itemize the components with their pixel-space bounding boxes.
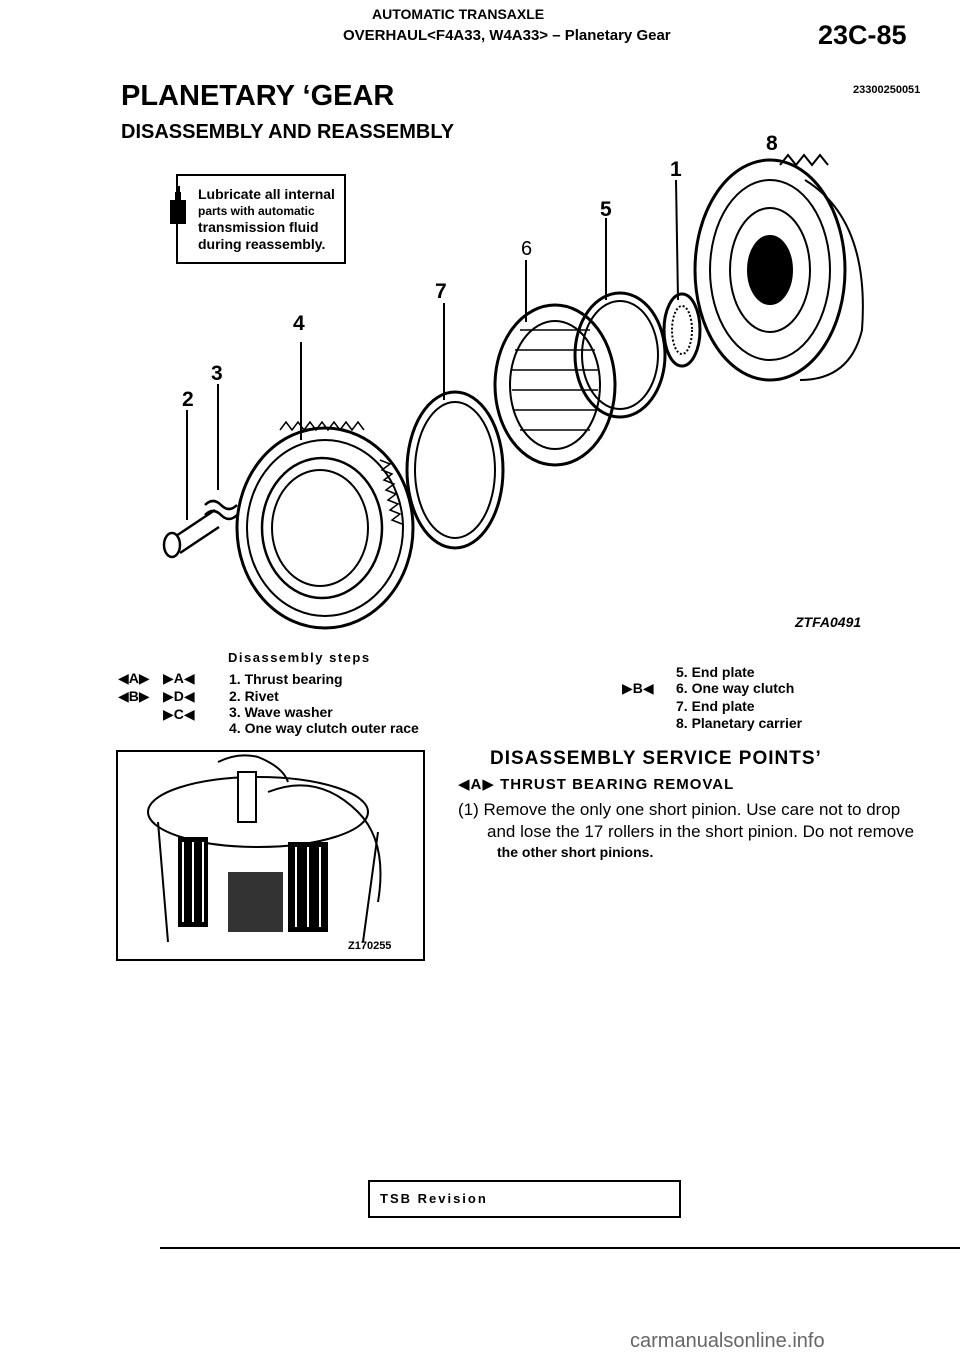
callout-5: 5 [600,198,612,221]
service-photo: Z170255 [116,750,425,961]
footer-rule [160,1247,960,1249]
steps-heading: Disassembly steps [228,650,371,665]
planetary-carrier [693,153,864,382]
step-item: 8. Planetary carrier [676,715,803,731]
callout-1: 1 [670,158,682,181]
service-mark: ▶A◀ [163,670,195,686]
service-instruction-line: the other short pinions. [497,844,654,860]
step-item: 1. Thrust bearing [229,671,343,687]
lube-note-line: Lubricate all internal [198,186,335,202]
callout-8: 8 [766,132,778,155]
one-way-clutch [493,303,617,467]
service-mark: ▶C◀ [163,706,195,722]
step-item: 2. Rivet [229,688,279,704]
tsb-revision-label: TSB Revision [380,1191,488,1206]
lubricate-note: Lubricate all internal parts with automa… [176,174,346,264]
callout-3: 3 [211,362,223,385]
service-mark: ▶D◀ [163,688,195,704]
lube-note-line: during reassembly. [198,236,326,252]
lube-note-line: parts with automatic [198,204,315,218]
callout-2: 2 [182,388,194,411]
step-item: 7. End plate [676,698,755,714]
end-plate-5 [573,291,667,419]
service-mark: ◀B▶ [118,688,150,704]
rivet [162,508,220,559]
leader-line [675,179,679,301]
photo-id: Z170255 [348,940,392,952]
thrust-bearing [662,292,702,368]
planetary-gear-exploded-diagram [162,153,864,630]
wave-washer [204,499,238,521]
step-item: 3. Wave washer [229,704,333,720]
service-points-title: DISASSEMBLY SERVICE POINTS’ [490,748,822,769]
one-way-clutch-outer-race [235,420,415,630]
lube-note-line: transmission fluid [198,219,319,235]
hand-removing-pinion-illustration [147,754,382,943]
step-item: 4. One way clutch outer race [229,720,419,736]
header-subtitle: OVERHAUL<F4A33, W4A33> – Planetary Gear [343,27,671,44]
oil-can-icon [170,186,186,224]
callout-4: 4 [293,312,305,335]
end-plate-7 [405,390,505,550]
tsb-revision-box: TSB Revision [368,1180,681,1218]
page-number: 23C-85 [818,20,907,50]
header-title: AUTOMATIC TRANSAXLE [372,6,545,22]
figure-id: ZTFA0491 [795,614,862,630]
service-mark: ▶B◀ [622,680,654,696]
service-instruction-line: (1) Remove the only one short pinion. Us… [458,800,901,819]
section-subtitle: DISASSEMBLY AND REASSEMBLY [121,121,455,143]
watermark: carmanualsonline.info [630,1330,825,1352]
step-item: 5. End plate [676,664,755,680]
callout-7: 7 [435,280,447,303]
step-item: 6. One way clutch [676,680,795,696]
document-number: 23300250051 [853,84,921,96]
service-points-subtitle: ◀A▶ THRUST BEARING REMOVAL [458,776,735,793]
service-instruction-line: and lose the 17 rollers in the short pin… [487,822,915,841]
page-title: PLANETARY ‘GEAR [121,80,395,112]
callout-6: 6 [521,238,533,260]
service-mark: ◀A▶ [118,670,150,686]
